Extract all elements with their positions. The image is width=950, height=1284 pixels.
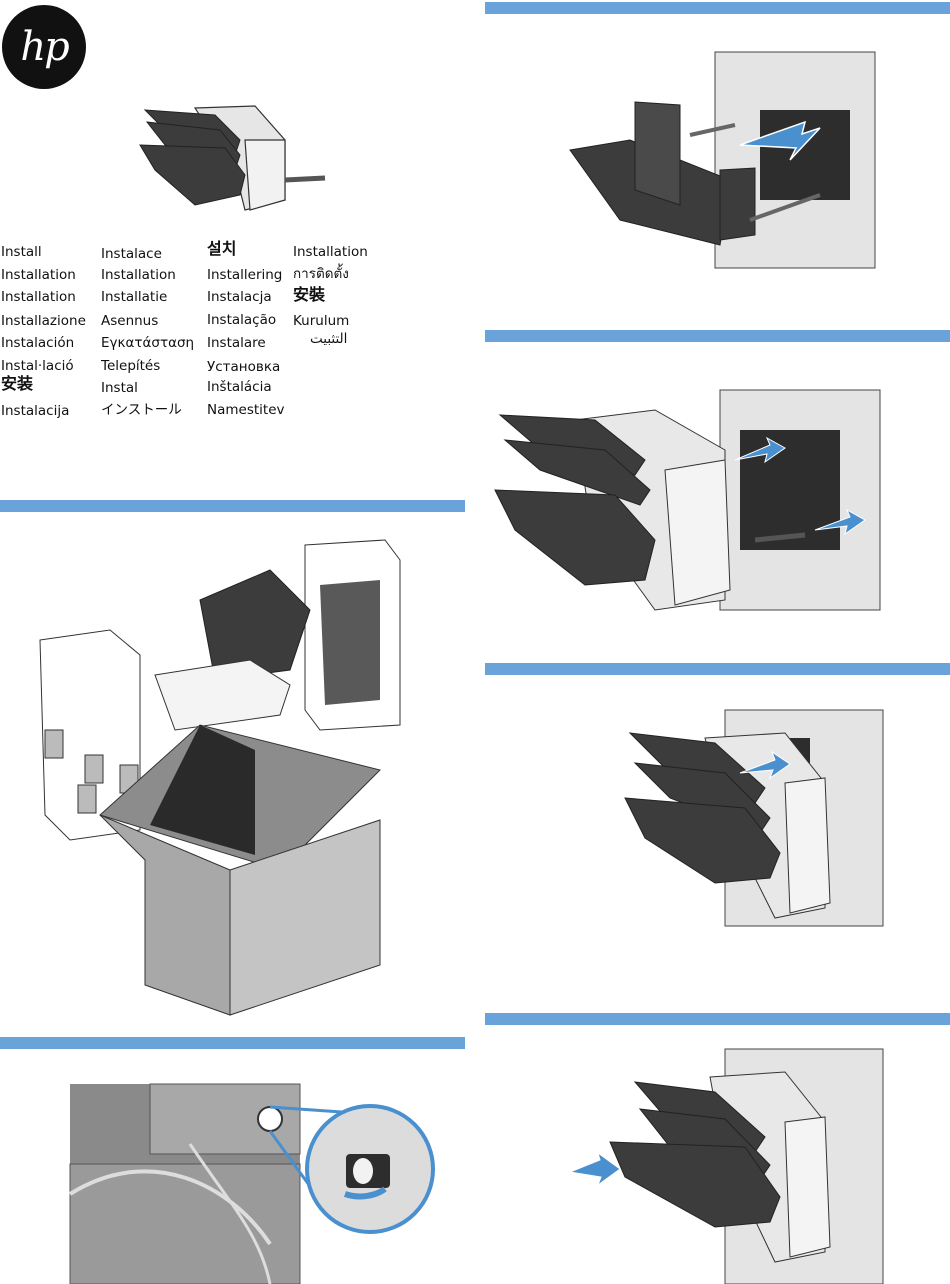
hp-logo: hp [2,5,86,89]
translation-word: Instalación [1,335,74,351]
translation-word: التثبيت [310,331,347,347]
translation-word: Inštalácia [207,379,272,395]
translation-word: Kurulum [293,313,349,329]
translation-word: 安装 [1,376,33,392]
translation-word: Installation [101,267,176,283]
accessory-illustration [135,100,335,220]
translation-word: Installation [293,244,368,260]
translation-word: 설치 [207,241,236,257]
translation-word: Instal·lació [1,358,74,374]
translation-word: การติดตั้ง [293,266,349,282]
step-remove-cover-illustration [570,50,880,270]
translation-word: インストール [101,402,182,418]
translation-word: Instalação [207,312,276,328]
translation-word: 安裝 [293,287,325,303]
step-bar [0,500,465,512]
translation-word: Installering [207,267,282,283]
translation-word: Instalare [207,335,266,351]
step-unpack-illustration [40,540,420,1020]
step-bar [485,330,950,342]
step-bar [485,2,950,14]
step-bar [0,1037,465,1049]
step-power-on-illustration [70,1084,435,1284]
translation-word: Instal [101,380,138,396]
translation-word: Εγκατάσταση [101,335,194,351]
translation-word: Telepítés [101,358,160,374]
translation-word: Install [1,244,42,260]
translation-word: Installazione [1,313,86,329]
translation-word: Namestitev [207,402,285,418]
step-bar [485,663,950,675]
translation-word: Installatie [101,289,167,305]
step-install-accessory-illustration [625,708,885,928]
translation-word: Installation [1,289,76,305]
translation-word: Instalacja [207,289,272,305]
translation-word: Установка [207,359,280,375]
translation-word: Instalacija [1,403,69,419]
step-bar [485,1013,950,1025]
translation-word: Asennus [101,313,158,329]
step-align-accessory-illustration [495,390,885,610]
translation-word: Installation [1,267,76,283]
translation-word: Instalace [101,246,162,262]
step-open-tray-illustration [565,1047,885,1284]
